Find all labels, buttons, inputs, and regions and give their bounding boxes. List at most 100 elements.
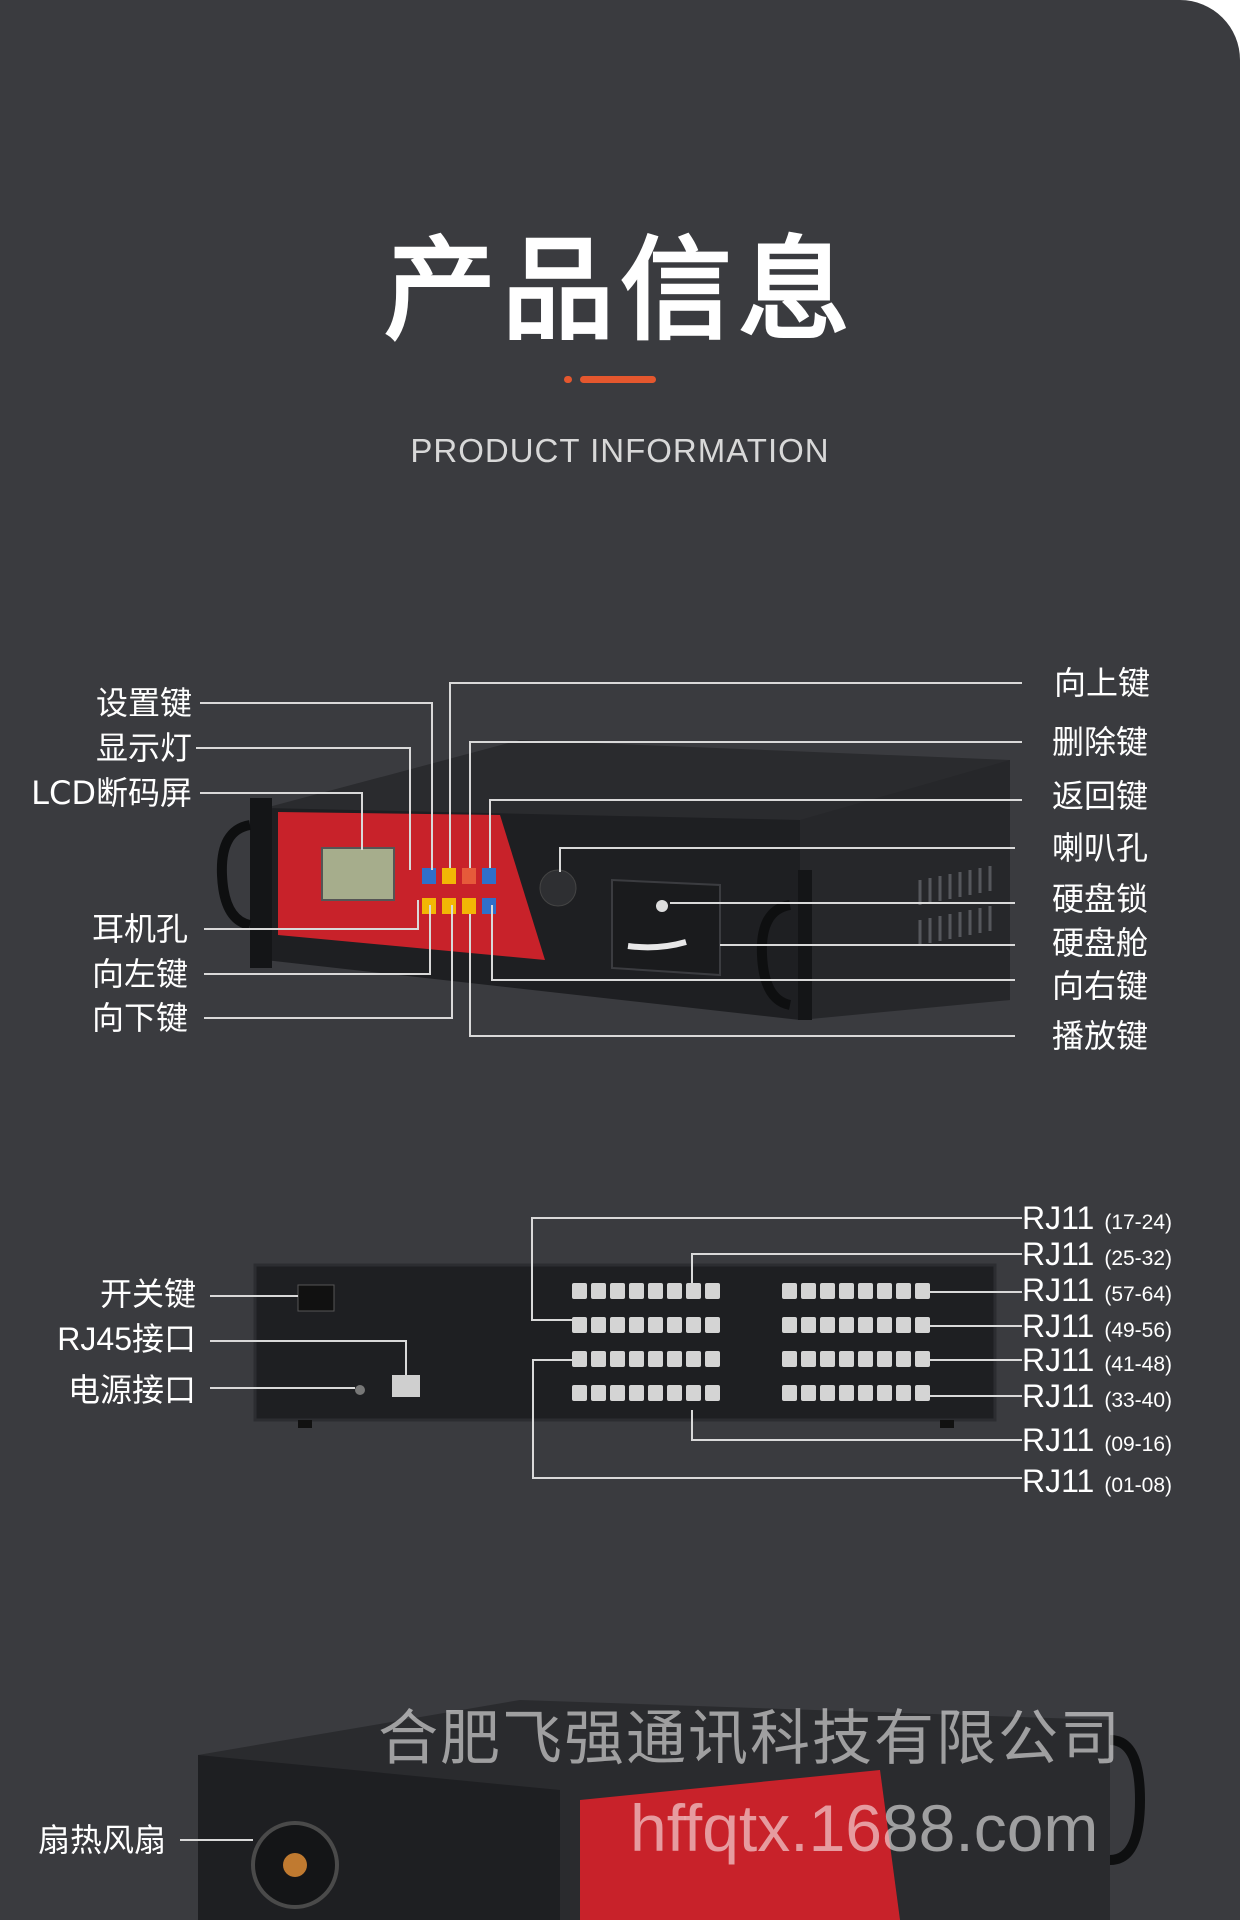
- rj11-port: [572, 1317, 587, 1333]
- rj11-port: [591, 1283, 606, 1299]
- label-left-key: 向左键: [91, 955, 188, 993]
- accent-dot: [564, 376, 572, 383]
- rj45-port: [392, 1375, 420, 1397]
- rj11-port: [820, 1317, 835, 1333]
- rj11-label-33-40: RJ11(33-40): [1022, 1378, 1173, 1414]
- accent-bar: [580, 376, 656, 383]
- rj11-port: [839, 1351, 854, 1367]
- rj11-port: [610, 1317, 625, 1333]
- rj11-port: [782, 1385, 797, 1401]
- key-right: [462, 898, 476, 914]
- page-title: 产品信息: [384, 226, 856, 356]
- key-delete: [462, 868, 476, 884]
- label-indicator-light: 显示灯: [95, 729, 192, 767]
- drive-lock: [656, 900, 668, 912]
- label-speaker-hole: 喇叭孔: [1052, 829, 1149, 867]
- rj11-port: [858, 1351, 873, 1367]
- rj11-port: [801, 1317, 816, 1333]
- rj11-label-57-64: RJ11(57-64): [1022, 1272, 1173, 1308]
- rj11-port: [801, 1351, 816, 1367]
- rj11-port: [591, 1351, 606, 1367]
- rj11-label-09-16: RJ11(09-16): [1022, 1422, 1173, 1458]
- rj11-port: [667, 1317, 682, 1333]
- label-play-key: 播放键: [1052, 1017, 1149, 1055]
- rj11-port: [820, 1351, 835, 1367]
- key-down: [442, 898, 456, 914]
- rj11-port: [572, 1351, 587, 1367]
- label-disk-bay: 硬盘舱: [1052, 924, 1149, 962]
- label-delete-key: 删除键: [1052, 723, 1149, 761]
- rj11-port: [896, 1351, 911, 1367]
- watermark-url: hffqtx.1688.com: [630, 1791, 1099, 1865]
- rj11-port: [877, 1317, 892, 1333]
- rj11-port: [839, 1283, 854, 1299]
- key-play: [482, 898, 496, 914]
- rj11-port: [915, 1283, 930, 1299]
- label-right-key: 向右键: [1052, 967, 1149, 1005]
- rj11-label-49-56: RJ11(49-56): [1022, 1308, 1173, 1344]
- rj11-port: [667, 1351, 682, 1367]
- rj11-port: [572, 1283, 587, 1299]
- rj11-port: [629, 1317, 644, 1333]
- rj11-port: [858, 1283, 873, 1299]
- rj11-port: [686, 1385, 701, 1401]
- rj11-port: [782, 1283, 797, 1299]
- rj11-port: [801, 1385, 816, 1401]
- rj11-port: [877, 1283, 892, 1299]
- rj11-port: [820, 1283, 835, 1299]
- label-power-switch: 开关键: [99, 1275, 196, 1313]
- rj11-port: [858, 1385, 873, 1401]
- rj11-port: [648, 1385, 663, 1401]
- rj11-port: [686, 1351, 701, 1367]
- rj11-port: [877, 1351, 892, 1367]
- dc-jack: [355, 1385, 365, 1395]
- power-switch: [297, 1284, 335, 1312]
- rj11-port: [801, 1283, 816, 1299]
- rj11-port: [896, 1385, 911, 1401]
- rj11-port: [610, 1385, 625, 1401]
- rj11-port: [915, 1317, 930, 1333]
- rj11-port: [896, 1283, 911, 1299]
- rj11-port: [820, 1385, 835, 1401]
- label-disk-lock: 硬盘锁: [1052, 880, 1149, 918]
- rj11-port: [839, 1317, 854, 1333]
- label-headphone-jack: 耳机孔: [91, 910, 188, 948]
- label-power-port: 电源接口: [67, 1371, 196, 1409]
- key-up: [442, 868, 456, 884]
- label-cooling-fan: 扇热风扇: [38, 1821, 167, 1859]
- rear-leader-lines: [210, 1217, 1022, 1479]
- page-subtitle: PRODUCT INFORMATION: [410, 432, 830, 469]
- rj11-label-25-32: RJ11(25-32): [1022, 1236, 1173, 1272]
- rj11-port: [629, 1283, 644, 1299]
- rj11-port: [705, 1317, 720, 1333]
- rj11-port: [686, 1317, 701, 1333]
- rj11-label-01-08: RJ11(01-08): [1022, 1463, 1173, 1499]
- rj11-port: [667, 1283, 682, 1299]
- label-rj45-port: RJ45接口: [57, 1321, 196, 1357]
- label-lcd-screen: LCD断码屏: [31, 774, 192, 812]
- rj11-port: [705, 1385, 720, 1401]
- lcd-screen: [321, 847, 395, 901]
- rj11-port: [915, 1351, 930, 1367]
- label-up-key: 向上键: [1054, 664, 1151, 702]
- rj11-label-41-48: RJ11(41-48): [1022, 1342, 1173, 1378]
- rj11-port: [686, 1283, 701, 1299]
- rj11-port: [667, 1385, 682, 1401]
- rj11-port: [648, 1317, 663, 1333]
- rj11-label-17-24: RJ11(17-24): [1022, 1200, 1173, 1236]
- label-settings-key: 设置键: [95, 684, 192, 722]
- rj11-port: [896, 1317, 911, 1333]
- label-down-key: 向下键: [91, 999, 188, 1037]
- rj11-port: [705, 1351, 720, 1367]
- speaker-grille: [539, 869, 577, 907]
- rj11-port: [705, 1283, 720, 1299]
- rj11-port: [591, 1317, 606, 1333]
- key-settings: [422, 868, 436, 884]
- rj11-port: [610, 1351, 625, 1367]
- rj11-port: [782, 1351, 797, 1367]
- rj11-port: [648, 1283, 663, 1299]
- rj11-port: [629, 1351, 644, 1367]
- rj11-port: [782, 1317, 797, 1333]
